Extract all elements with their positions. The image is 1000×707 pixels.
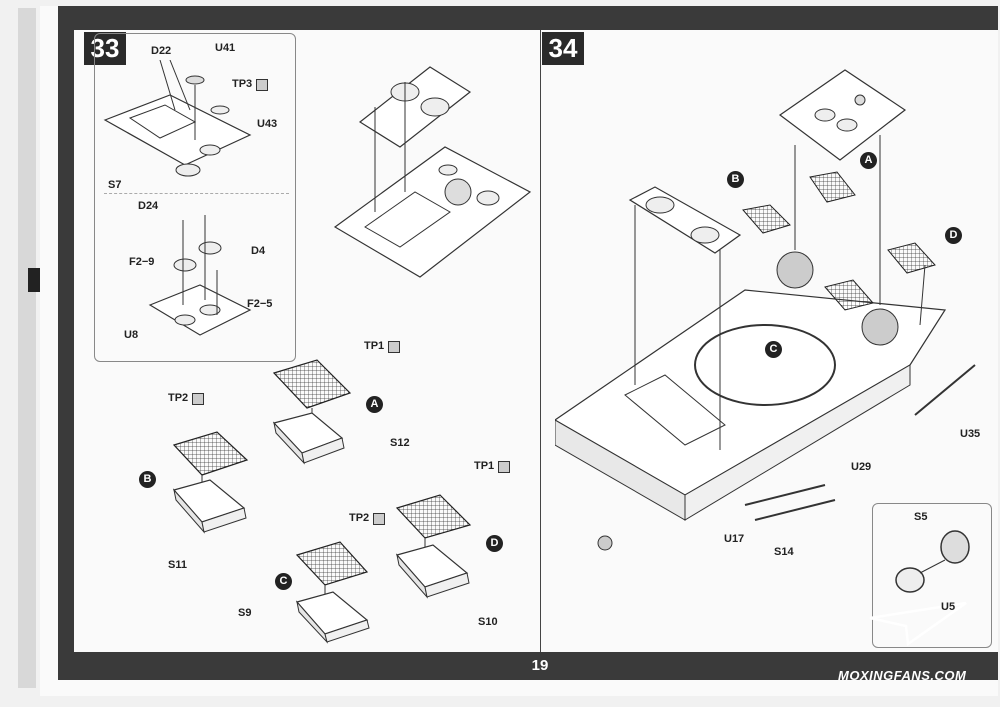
- label-d24: D24: [138, 200, 159, 212]
- label-u41: U41: [215, 42, 236, 54]
- page-shadow-left: [18, 8, 36, 688]
- label-u8: U8: [124, 329, 139, 341]
- callout-a: A: [366, 396, 383, 413]
- detail-box-divider: [104, 193, 289, 194]
- callout-b-right: B: [727, 171, 744, 188]
- photo-etch-icon: [192, 393, 204, 405]
- label-s12: S12: [390, 437, 410, 449]
- photo-etch-icon: [388, 341, 400, 353]
- label-f2-5: F2−5: [247, 298, 273, 310]
- label-tp1-d: TP1: [474, 460, 495, 472]
- label-s11: S11: [168, 559, 187, 571]
- label-s9: S9: [238, 607, 252, 619]
- step-33-badge: 33: [84, 32, 126, 65]
- label-s7: S7: [108, 179, 122, 191]
- bottom-bar: [58, 652, 998, 680]
- screen-tp2-c: [295, 541, 370, 644]
- callout-c: C: [275, 573, 292, 590]
- label-s5: S5: [914, 511, 928, 523]
- label-d4: D4: [251, 245, 266, 257]
- label-s14: S14: [774, 546, 794, 558]
- top-bar: [58, 6, 998, 30]
- label-u17: U17: [724, 533, 745, 545]
- page-number: 19: [531, 657, 549, 674]
- left-page-stripe: [58, 6, 74, 666]
- label-d22: D22: [151, 45, 172, 57]
- hatch-plate-drawing: [103, 60, 252, 177]
- watermark: MOXINGFANS.COM: [838, 668, 967, 683]
- watermark-plane-logo: [869, 601, 967, 646]
- label-f2-9: F2−9: [129, 256, 155, 268]
- inset-part-drawing: [895, 530, 970, 593]
- callout-d-right: D: [945, 227, 962, 244]
- label-u35: U35: [960, 428, 981, 440]
- label-u29: U29: [851, 461, 872, 473]
- callout-d: D: [486, 535, 503, 552]
- page-divider: [540, 30, 541, 652]
- callout-c-right: C: [765, 341, 782, 358]
- screen-tp2-b: [172, 431, 249, 534]
- hull-deck-drawing: [555, 69, 976, 551]
- label-tp2-b: TP2: [168, 392, 189, 404]
- screen-tp1-a: [272, 359, 352, 465]
- photo-etch-icon: [256, 79, 268, 91]
- photo-etch-icon: [498, 461, 510, 473]
- label-tp3: TP3: [232, 78, 253, 90]
- hatch-detail-drawing: [148, 215, 252, 336]
- turret-roof-drawing: [333, 66, 532, 278]
- label-tp1-a: TP1: [364, 340, 385, 352]
- callout-b: B: [139, 471, 156, 488]
- step-33-detail-box: [94, 33, 296, 362]
- label-s10: S10: [478, 616, 498, 628]
- detail-inset-box: [872, 503, 992, 648]
- label-u43: U43: [257, 118, 278, 130]
- step-34-badge: 34: [542, 32, 584, 65]
- label-tp2-c: TP2: [349, 512, 370, 524]
- screen-tp1-d: [395, 494, 472, 599]
- label-u5: U5: [941, 601, 956, 613]
- photo-etch-icon: [373, 513, 385, 525]
- callout-a-right: A: [860, 152, 877, 169]
